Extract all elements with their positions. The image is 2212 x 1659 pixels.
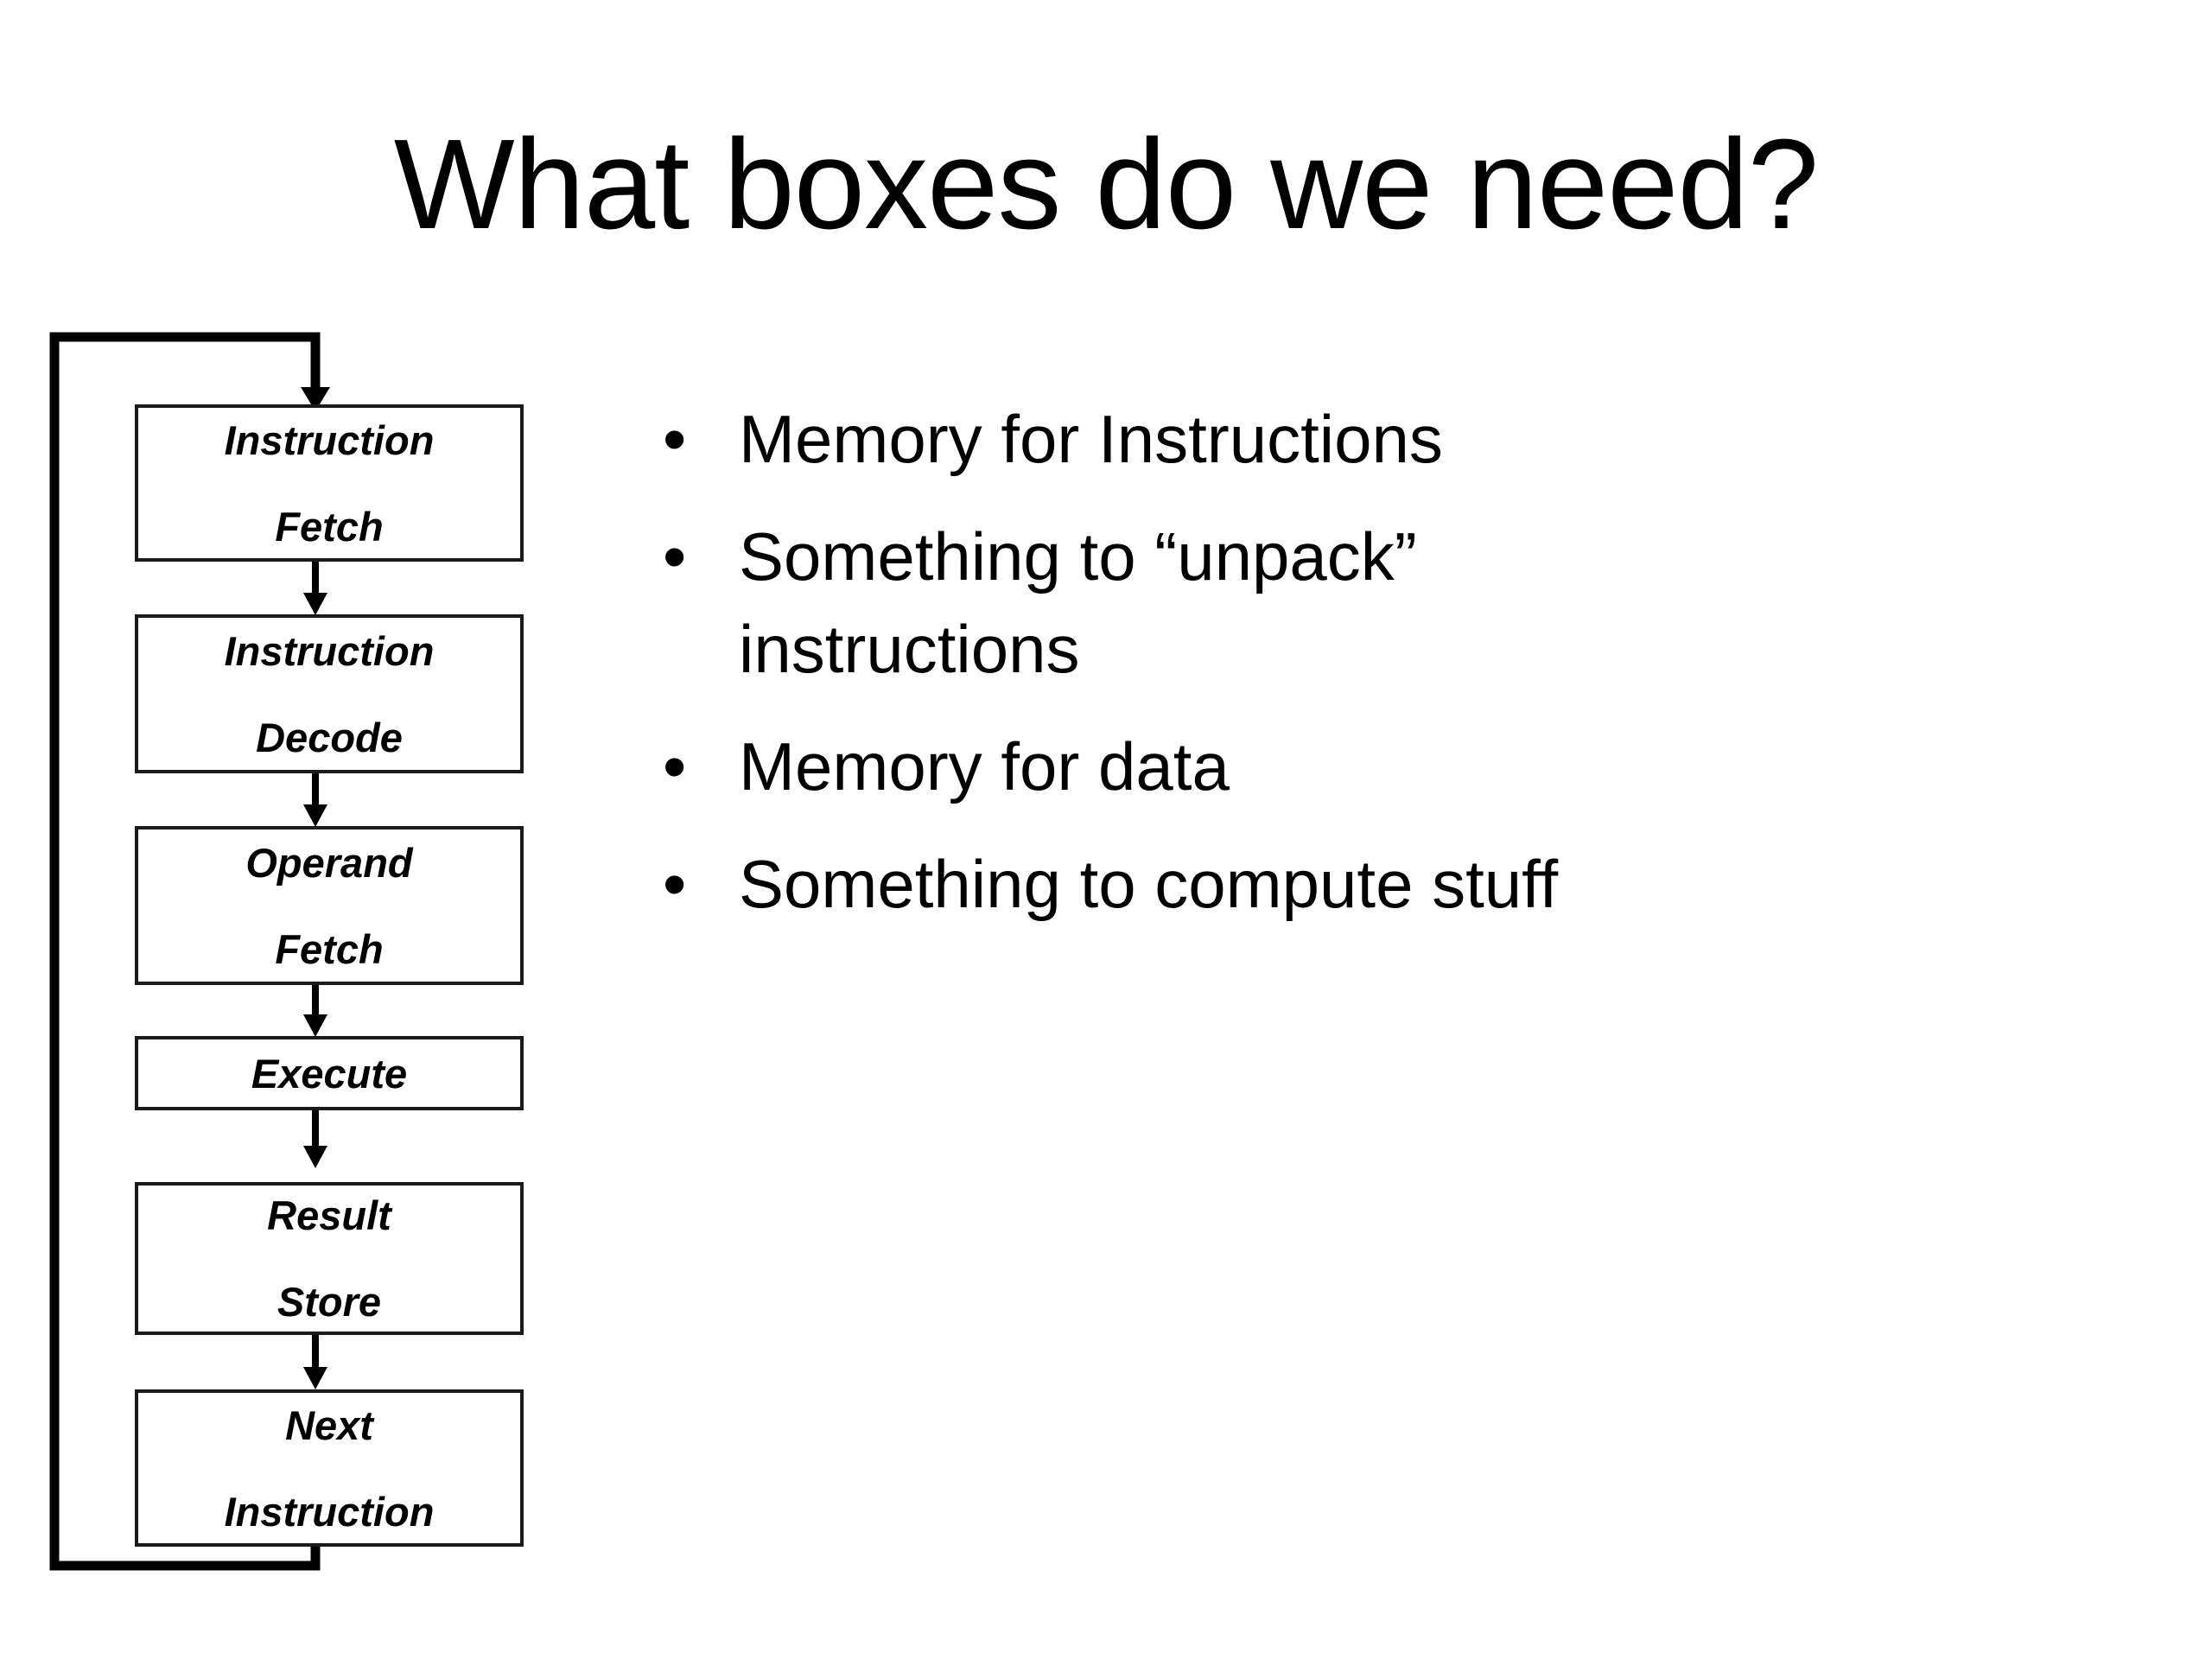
arrow-operand-to-execute xyxy=(303,985,327,1037)
flow-box-line: Instruction xyxy=(224,1488,435,1535)
flow-box-instruction-decode[interactable]: Instruction Decode xyxy=(135,614,524,773)
flow-box-line: Fetch xyxy=(275,503,384,550)
list-item: • Memory for Instructions xyxy=(652,393,2121,486)
feedback-loop-path xyxy=(49,332,330,1571)
page-title: What boxes do we need? xyxy=(393,113,1819,256)
flow-box-instruction-fetch[interactable]: Instruction Fetch xyxy=(135,404,524,562)
flow-box-next-instruction[interactable]: Next Instruction xyxy=(135,1389,524,1547)
flow-box-line: Operand xyxy=(245,839,413,886)
flow-box-result-store[interactable]: Result Store xyxy=(135,1182,524,1335)
list-item: • Something to compute stuff xyxy=(652,838,2121,931)
list-item: • Something to “unpack” instructions xyxy=(652,511,2121,696)
flow-box-line: Instruction xyxy=(224,416,435,463)
flow-box-line: Decode xyxy=(256,714,403,760)
flow-box-line: Store xyxy=(276,1279,382,1325)
list-item-label: Something to compute stuff xyxy=(739,845,1559,922)
bullet-marker-icon: • xyxy=(663,518,687,594)
list-item-label: Memory for Instructions xyxy=(739,401,1443,477)
list-item-label: Something to “unpack” instructions xyxy=(739,518,1417,688)
flow-box-operand-fetch[interactable]: Operand Fetch xyxy=(135,826,524,985)
flow-box-execute[interactable]: Execute xyxy=(135,1036,524,1110)
arrow-fetch-to-decode xyxy=(303,562,327,615)
flow-box-line: Result xyxy=(267,1192,391,1238)
instruction-cycle-flowchart: Instruction Fetch Instruction Decode Ope… xyxy=(0,285,605,1633)
flow-box-line: Execute xyxy=(251,1050,408,1096)
arrow-decode-to-operand xyxy=(303,773,327,827)
arrow-result-to-next xyxy=(303,1335,327,1389)
bullet-marker-icon: • xyxy=(663,728,687,804)
flow-box-line: Next xyxy=(285,1402,373,1448)
list-item-label: Memory for data xyxy=(739,728,1230,804)
arrow-execute-to-result xyxy=(303,1110,327,1168)
requirements-bullet-list: • Memory for Instructions • Something to… xyxy=(652,393,2121,955)
flowchart-connectors xyxy=(49,332,330,1571)
flow-box-line: Instruction xyxy=(224,627,435,674)
flow-box-line: Fetch xyxy=(275,925,384,972)
bullet-marker-icon: • xyxy=(663,845,687,922)
list-item: • Memory for data xyxy=(652,721,2121,814)
bullet-marker-icon: • xyxy=(663,401,687,477)
